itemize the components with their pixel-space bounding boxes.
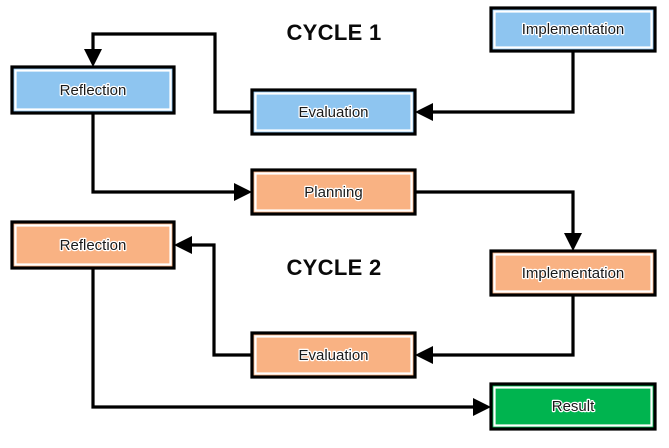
node-label-planning: Planning <box>304 184 362 201</box>
node-implementation-2[interactable]: Implementation <box>489 249 657 297</box>
edge-line <box>428 295 575 357</box>
node-box-implementation-2 <box>489 249 657 297</box>
edge-line <box>415 190 575 238</box>
node-planning[interactable]: Planning <box>250 168 417 216</box>
edge-planning-to-implementation2 <box>415 190 582 251</box>
arrow-head-icon <box>564 233 582 251</box>
node-result[interactable]: Result <box>489 382 657 431</box>
node-inner-border <box>254 335 413 375</box>
cycle-2-title: CYCLE 2 <box>286 255 381 280</box>
node-reflection-2[interactable]: Reflection <box>10 220 176 270</box>
node-inner-border <box>254 92 413 132</box>
node-implementation-1[interactable]: Implementation <box>489 6 657 53</box>
arrow-head-icon <box>84 49 102 67</box>
node-label-implementation-2: Implementation <box>522 265 625 282</box>
node-inner-border <box>254 172 413 212</box>
node-box-result <box>489 382 657 431</box>
node-box-planning <box>250 168 417 216</box>
node-inner-border <box>493 253 653 293</box>
node-box-evaluation-1 <box>250 88 417 136</box>
node-inner-border <box>14 69 172 111</box>
cycle-1-title: CYCLE 1 <box>286 20 381 45</box>
edge-reflection1-to-planning <box>91 113 252 201</box>
node-box-reflection-1 <box>10 65 176 115</box>
arrow-head-icon <box>473 398 491 416</box>
edge-evaluation1-to-reflection1 <box>84 32 252 114</box>
edge-implementation2-to-evaluation2 <box>415 295 575 364</box>
node-box-reflection-2 <box>10 220 176 270</box>
edge-line <box>187 243 252 357</box>
node-label-reflection-2: Reflection <box>60 237 127 254</box>
node-inner-border <box>493 10 653 49</box>
node-inner-border <box>14 224 172 266</box>
node-label-implementation-1: Implementation <box>522 21 625 38</box>
edge-line <box>91 268 478 409</box>
edge-implementation1-to-evaluation1 <box>415 51 575 121</box>
node-label-result: Result <box>552 398 595 415</box>
node-label-reflection-1: Reflection <box>60 82 127 99</box>
arrow-head-icon <box>415 103 433 121</box>
node-label-evaluation-2: Evaluation <box>298 347 368 364</box>
edge-line <box>91 113 239 194</box>
edge-evaluation2-to-reflection2 <box>174 236 252 357</box>
arrow-head-icon <box>234 183 252 201</box>
edge-line <box>91 32 252 114</box>
arrow-head-icon <box>415 346 433 364</box>
node-inner-border <box>493 386 653 427</box>
node-box-evaluation-2 <box>250 331 417 379</box>
node-label-evaluation-1: Evaluation <box>298 104 368 121</box>
arrow-head-icon <box>174 236 192 254</box>
node-box-implementation-1 <box>489 6 657 53</box>
edge-line <box>428 51 575 114</box>
node-reflection-1[interactable]: Reflection <box>10 65 176 115</box>
node-evaluation-2[interactable]: Evaluation <box>250 331 417 379</box>
node-evaluation-1[interactable]: Evaluation <box>250 88 417 136</box>
edge-reflection2-to-result <box>91 268 491 416</box>
